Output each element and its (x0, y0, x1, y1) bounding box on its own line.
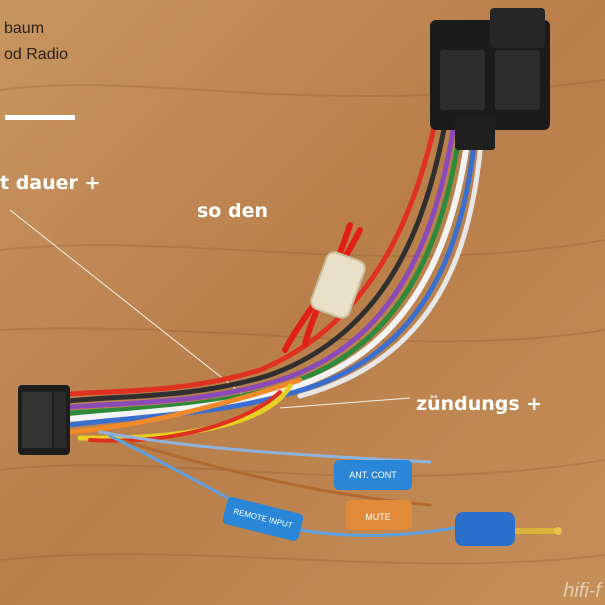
ant-cont-tag-text: ANT. CONT (349, 470, 397, 480)
caption-line-1: baum (4, 20, 45, 37)
label-so-den: so den (197, 200, 268, 222)
wire-bundle (57, 97, 485, 443)
mute-tag-text: MUTE (365, 512, 391, 522)
pointer-line-dauer (9, 209, 251, 401)
label-dauer: t dauer + (0, 172, 101, 194)
iso-connector-right (430, 8, 550, 150)
radio-connector-left (18, 385, 70, 455)
label-zundungs: zündungs + (416, 393, 543, 415)
watermark: hifi-f (563, 580, 601, 602)
fuse-holder (282, 222, 366, 353)
pointer-line-zundungs (279, 397, 411, 409)
remote-input-tag (222, 497, 304, 541)
remote-plug (455, 512, 562, 546)
caption-line-2: od Radio (4, 46, 69, 63)
ant-cont-tag (334, 460, 412, 490)
caption-underline (5, 115, 75, 120)
mute-tag (346, 500, 412, 530)
